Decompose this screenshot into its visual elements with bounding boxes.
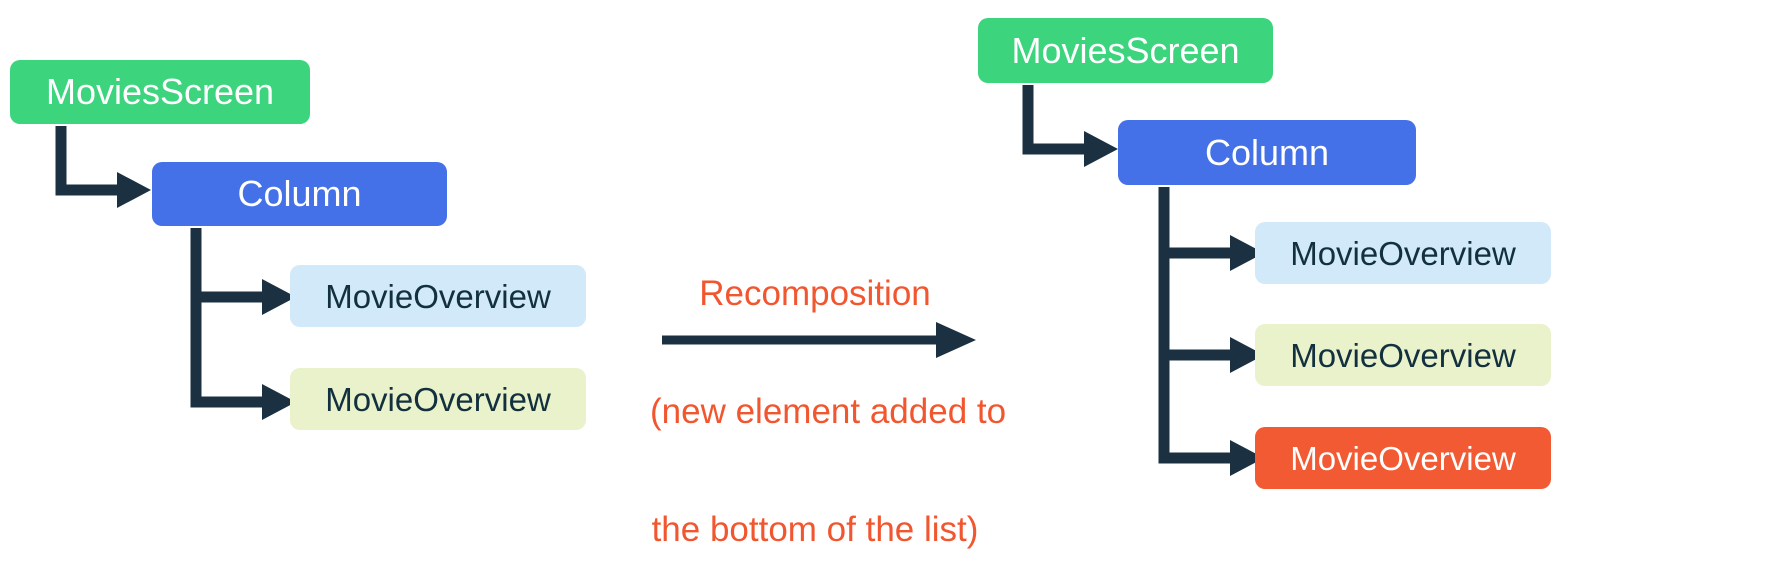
- left-node-movie-overview-1: MovieOverview: [290, 265, 586, 327]
- left-node-column: Column: [152, 162, 447, 226]
- right-node-movie-overview-1-label: MovieOverview: [1290, 234, 1516, 272]
- transition-caption-line-2: (new element added to: [650, 391, 1007, 431]
- right-node-movies-screen: MoviesScreen: [978, 18, 1273, 83]
- right-node-movie-overview-3: MovieOverview: [1255, 427, 1551, 489]
- left-node-movie-overview-2-label: MovieOverview: [325, 380, 551, 418]
- left-node-movies-screen-label: MoviesScreen: [45, 71, 275, 112]
- left-node-column-label: Column: [237, 173, 362, 214]
- right-node-movie-overview-1: MovieOverview: [1255, 222, 1551, 284]
- left-node-movies-screen: MoviesScreen: [10, 60, 310, 124]
- right-node-movie-overview-2: MovieOverview: [1255, 324, 1551, 386]
- transition-caption-line-3: the bottom of the list): [651, 509, 979, 549]
- left-connector-screen-to-column: [55, 126, 151, 208]
- right-node-movies-screen-label: MoviesScreen: [1011, 29, 1240, 71]
- transition-arrow-right-icon: [662, 322, 976, 358]
- left-connector-column-to-children: [190, 228, 296, 420]
- left-node-movie-overview-2: MovieOverview: [290, 368, 586, 430]
- right-node-column-label: Column: [1204, 131, 1330, 173]
- transition-caption-line-1: Recomposition: [699, 274, 931, 314]
- right-connector-screen-to-column: [1022, 85, 1118, 167]
- right-connector-column-to-children: [1158, 187, 1264, 476]
- right-node-movie-overview-3-label: MovieOverview: [1290, 439, 1516, 477]
- right-node-movie-overview-2-label: MovieOverview: [1290, 336, 1516, 374]
- left-node-movie-overview-1-label: MovieOverview: [325, 277, 551, 315]
- right-node-column: Column: [1118, 120, 1416, 185]
- transition-caption: Recomposition (new element added to the …: [650, 196, 1007, 584]
